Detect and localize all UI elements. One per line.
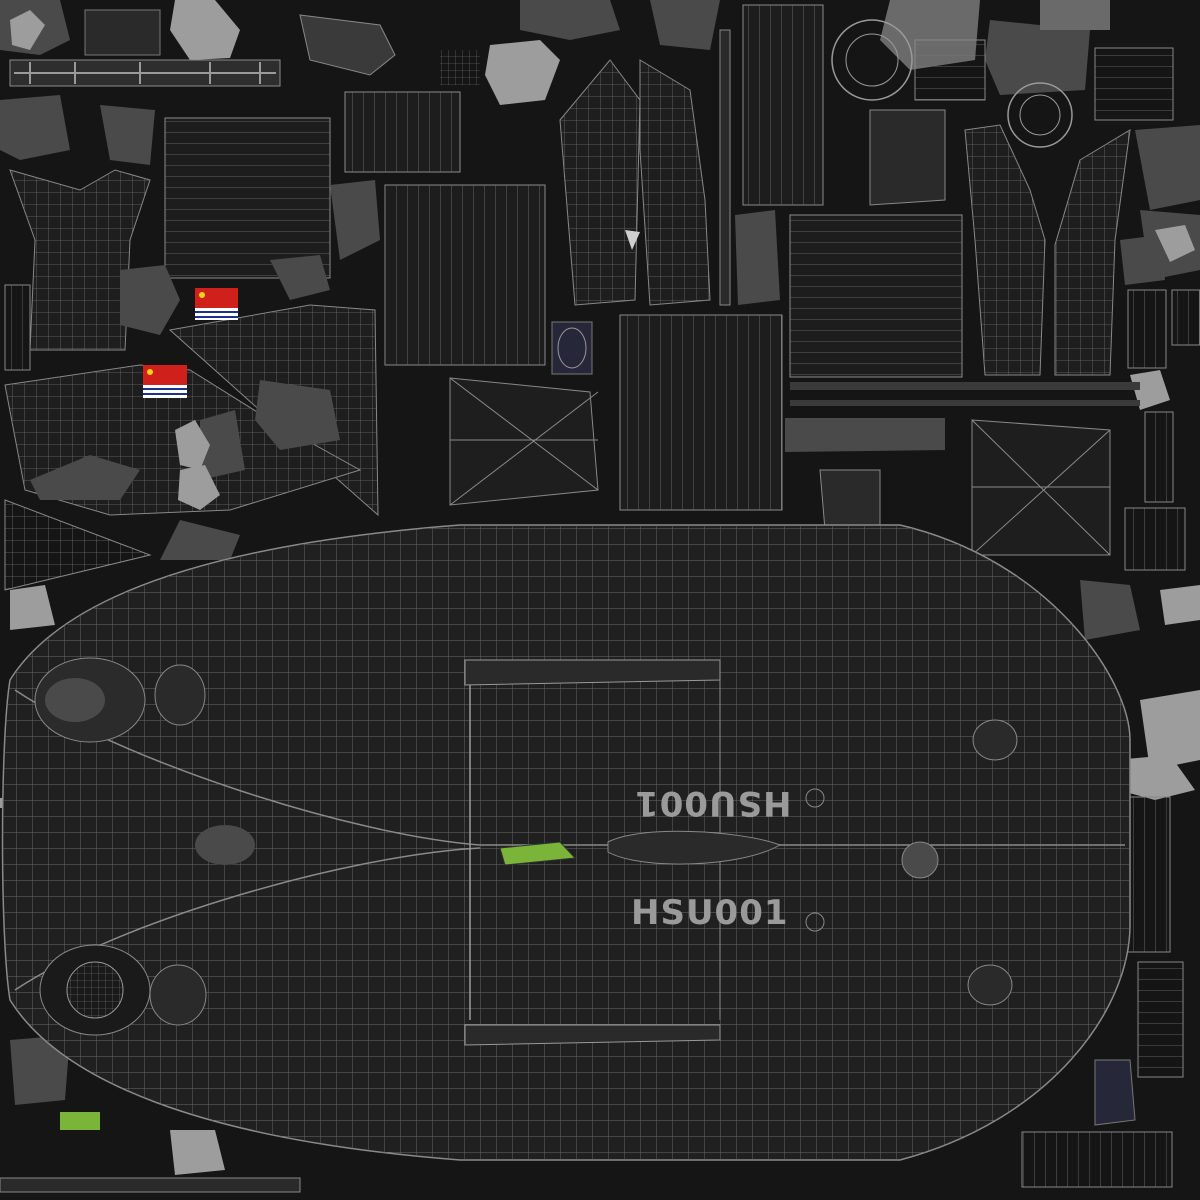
sail-cross-right — [971, 419, 1111, 556]
hull-side-panels-right — [964, 124, 1131, 376]
bow-openings — [34, 657, 255, 1036]
funnel-uv — [9, 169, 151, 351]
sail-cross-left — [449, 377, 599, 506]
top-islands — [0, 0, 1110, 105]
naval-ensign-icon — [195, 288, 238, 320]
hull-number-label: HSU001 — [631, 893, 789, 933]
hull-side-panels — [559, 59, 711, 306]
hull-wireframe — [1, 524, 1131, 1161]
hull-number-label-mirrored: HSU001 — [634, 783, 792, 823]
naval-ensign-icon — [143, 365, 187, 398]
